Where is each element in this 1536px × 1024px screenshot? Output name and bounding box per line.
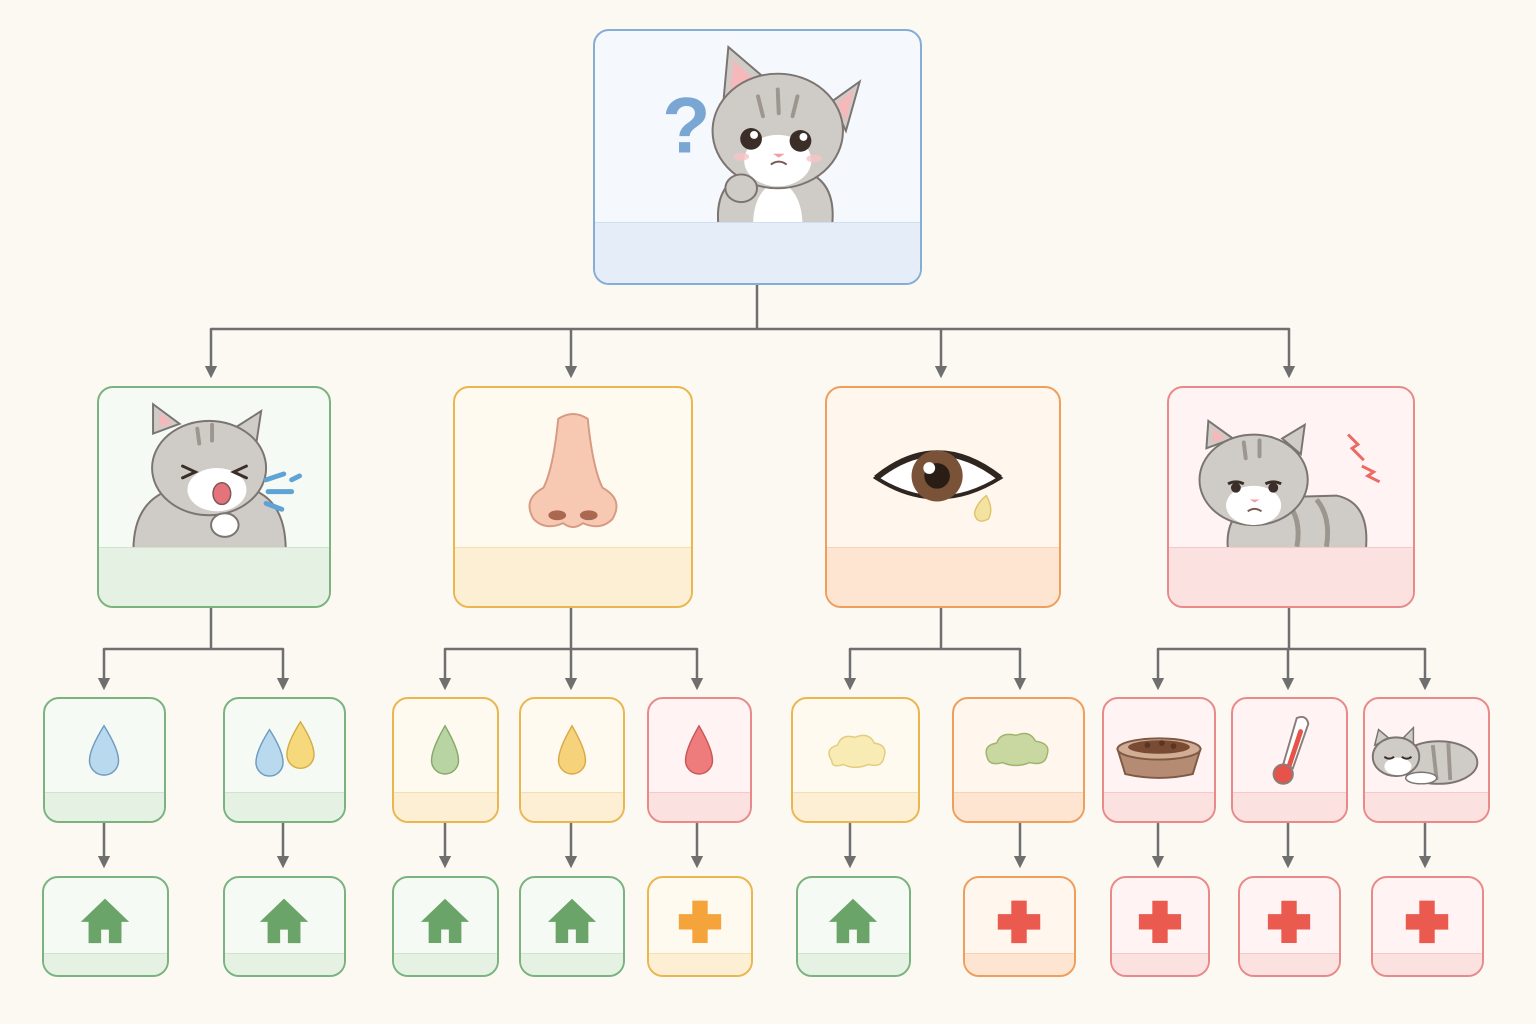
red-drop-icon xyxy=(649,699,750,797)
home-icon xyxy=(521,878,623,958)
outcome-caption xyxy=(649,953,751,975)
outcome-caption xyxy=(798,953,909,975)
confused-kitten-icon: ? xyxy=(595,31,920,227)
symptom-caption xyxy=(225,792,344,821)
red-cross-icon xyxy=(1112,878,1208,958)
green-drop-icon xyxy=(394,699,497,797)
category-node-nose[interactable] xyxy=(453,386,693,608)
sneezing-kitten-icon xyxy=(99,388,329,552)
root-caption xyxy=(595,222,920,283)
outcome-node-vet-visit[interactable] xyxy=(963,876,1076,977)
yellow-drop-icon xyxy=(521,699,623,797)
outcome-node-home-care[interactable] xyxy=(796,876,911,977)
outcome-caption xyxy=(225,953,344,975)
outcome-node-vet-visit[interactable] xyxy=(1238,876,1341,977)
symptom-caption xyxy=(521,792,623,821)
home-icon xyxy=(798,878,909,958)
outcome-node-home-care[interactable] xyxy=(42,876,169,977)
symptom-caption xyxy=(1233,792,1346,821)
red-cross-icon xyxy=(1240,878,1339,958)
symptom-node-mixed-discharge[interactable] xyxy=(223,697,346,823)
category-connector-lethargy xyxy=(1151,606,1432,691)
symptom-caption xyxy=(394,792,497,821)
clear-and-yellow-drops-icon xyxy=(225,699,344,797)
outcome-node-home-care[interactable] xyxy=(223,876,346,977)
nose-icon xyxy=(455,388,691,552)
category-caption xyxy=(1169,547,1413,606)
category-node-lethargy[interactable] xyxy=(1167,386,1415,608)
svg-text:?: ? xyxy=(662,81,710,170)
outcome-caption xyxy=(44,953,167,975)
outcome-caption xyxy=(394,953,497,975)
symptom-node-yellow-drop[interactable] xyxy=(519,697,625,823)
thermometer-icon xyxy=(1233,699,1346,797)
red-cross-icon xyxy=(965,878,1074,958)
outcome-node-home-care[interactable] xyxy=(392,876,499,977)
sick-kitten-icon xyxy=(1169,388,1413,552)
symptom-caption xyxy=(793,792,918,821)
symptom-node-green-drop[interactable] xyxy=(392,697,499,823)
symptom-caption xyxy=(954,792,1083,821)
category-caption xyxy=(455,547,691,606)
home-icon xyxy=(394,878,497,958)
outcome-node-vet-visit[interactable] xyxy=(1371,876,1484,977)
symptom-caption xyxy=(1104,792,1214,821)
symptom-node-clear-discharge[interactable] xyxy=(43,697,166,823)
root-connector xyxy=(204,283,1296,379)
outcome-caption xyxy=(1240,953,1339,975)
teary-eye-icon xyxy=(827,388,1059,552)
symptom-node-pale-discharge[interactable] xyxy=(791,697,920,823)
symptom-node-food-bowl[interactable] xyxy=(1102,697,1216,823)
home-icon xyxy=(44,878,167,958)
symptom-node-red-drop[interactable] xyxy=(647,697,752,823)
category-node-eye[interactable] xyxy=(825,386,1061,608)
outcome-node-vet-visit[interactable] xyxy=(1110,876,1210,977)
symptom-node-green-discharge[interactable] xyxy=(952,697,1085,823)
red-cross-icon xyxy=(1373,878,1482,958)
category-connector-eye xyxy=(843,606,1027,691)
symptom-caption xyxy=(1365,792,1488,821)
root-node[interactable]: ? xyxy=(593,29,922,285)
food-bowl-icon xyxy=(1104,699,1214,797)
home-icon xyxy=(225,878,344,958)
sleeping-kitten-icon xyxy=(1365,699,1488,797)
outcome-caption xyxy=(1112,953,1208,975)
outcome-node-vet-visit[interactable] xyxy=(647,876,753,977)
symptom-node-thermometer[interactable] xyxy=(1231,697,1348,823)
outcome-caption xyxy=(965,953,1074,975)
symptom-node-sleeping-kitten[interactable] xyxy=(1363,697,1490,823)
category-connector-cough xyxy=(97,606,290,691)
green-discharge-icon xyxy=(954,699,1083,797)
category-caption xyxy=(827,547,1059,606)
outcome-caption xyxy=(1373,953,1482,975)
outcome-node-home-care[interactable] xyxy=(519,876,625,977)
category-node-cough[interactable] xyxy=(97,386,331,608)
category-caption xyxy=(99,547,329,606)
symptom-caption xyxy=(45,792,164,821)
clear-drop-icon xyxy=(45,699,164,797)
pale-discharge-icon xyxy=(793,699,918,797)
category-connector-nose xyxy=(438,606,704,691)
outcome-caption xyxy=(521,953,623,975)
symptom-caption xyxy=(649,792,750,821)
orange-cross-icon xyxy=(649,878,751,958)
